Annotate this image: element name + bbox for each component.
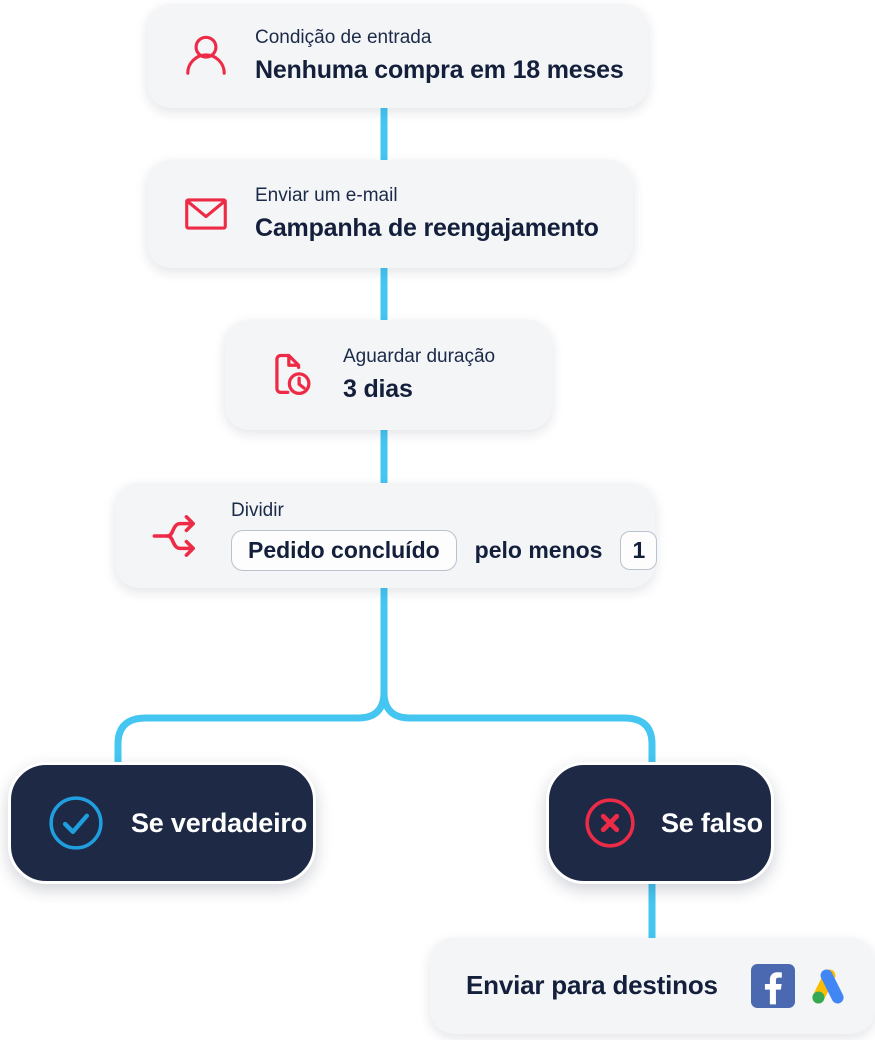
envelope-icon — [181, 189, 231, 239]
split-node[interactable]: Dividir Pedido concluído pelo menos 1 — [115, 483, 658, 588]
connector-branch-true — [114, 584, 388, 766]
wait-duration-label: Aguardar duração — [343, 346, 496, 368]
x-circle-icon — [583, 796, 637, 850]
send-email-node[interactable]: Enviar um e-mail Campanha de reengajamen… — [147, 160, 633, 268]
send-email-value: Campanha de reengajamento — [255, 213, 599, 242]
send-destinations-label: Enviar para destinos — [466, 970, 718, 1001]
facebook-icon — [751, 964, 795, 1008]
split-label: Dividir — [231, 499, 284, 521]
person-icon — [181, 31, 231, 81]
branch-true-label: Se verdadeiro — [131, 807, 307, 838]
split-arrows-icon — [151, 509, 205, 563]
wait-duration-node[interactable]: Aguardar duração 3 dias — [225, 320, 552, 430]
branch-true-node[interactable]: Se verdadeiro — [8, 762, 316, 884]
entry-condition-node[interactable]: Condição de entrada Nenhuma compra em 18… — [147, 4, 648, 108]
branch-false-node[interactable]: Se falso — [546, 762, 774, 884]
split-operator: pelo menos — [474, 537, 603, 564]
branch-false-label: Se falso — [661, 807, 763, 838]
check-circle-icon — [47, 794, 105, 852]
connector-branch-false — [380, 584, 656, 766]
split-count[interactable]: 1 — [620, 531, 658, 571]
entry-condition-label: Condição de entrada — [255, 27, 432, 49]
destination-icons — [751, 963, 851, 1009]
document-clock-icon — [265, 349, 317, 401]
google-ads-icon — [805, 963, 851, 1009]
wait-duration-value: 3 dias — [343, 374, 413, 403]
split-event-pill[interactable]: Pedido concluído — [231, 530, 457, 572]
entry-condition-value: Nenhuma compra em 18 meses — [255, 55, 624, 84]
send-email-label: Enviar um e-mail — [255, 185, 398, 207]
send-destinations-node[interactable]: Enviar para destinos — [430, 938, 875, 1034]
